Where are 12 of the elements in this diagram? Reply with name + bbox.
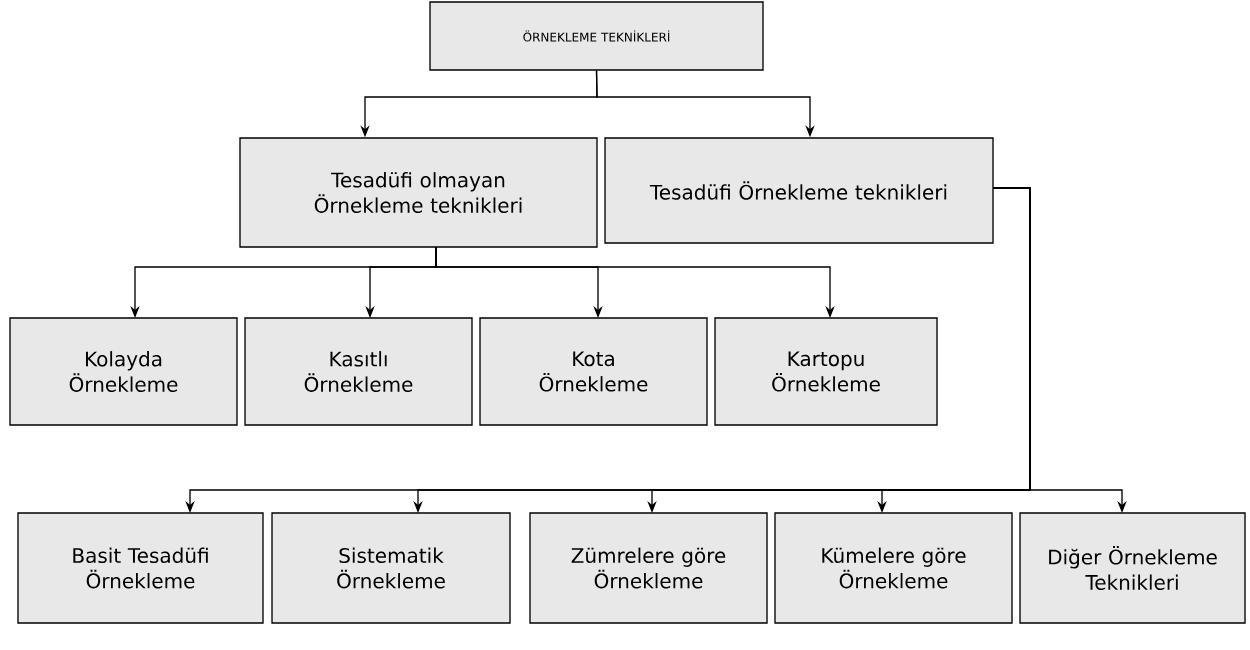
category-box: Kolayda Örnekleme xyxy=(9,317,238,426)
category-box: Kota Örnekleme xyxy=(479,317,708,426)
category-box: Diğer Örnekleme Teknikleri xyxy=(1019,512,1246,624)
category-box: Kümelere göre Örnekleme xyxy=(774,512,1013,624)
category-box: ÖRNEKLEME TEKNİKLERİ xyxy=(429,1,764,71)
category-box: Tesadüfi olmayan Örnekleme teknikleri xyxy=(239,137,598,248)
category-box: Zümrelere göre Örnekleme xyxy=(529,512,768,624)
category-box: Tesadüfi Örnekleme teknikleri xyxy=(604,137,994,244)
category-box: Kartopu Örnekleme xyxy=(714,317,938,426)
category-box: Basit Tesadüfi Örnekleme xyxy=(17,512,264,624)
category-box: Kasıtlı Örnekleme xyxy=(244,317,473,426)
category-box: Sistematik Örnekleme xyxy=(271,512,511,624)
